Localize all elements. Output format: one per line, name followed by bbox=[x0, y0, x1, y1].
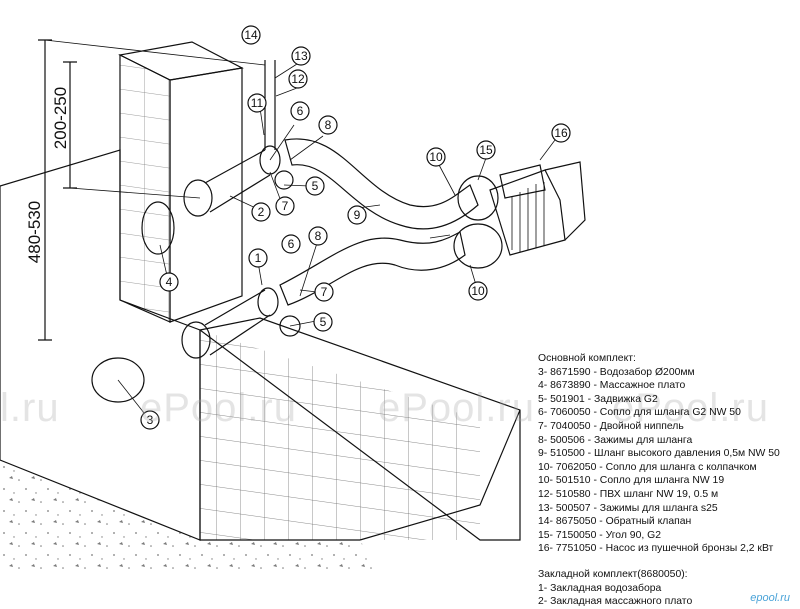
callout-8-upper: 8 bbox=[318, 115, 338, 135]
callout-8-lower: 8 bbox=[308, 226, 328, 246]
watermark-3: ePool.ru bbox=[378, 386, 535, 430]
legend-item: 9- 510500 - Шланг высокого давления 0,5м… bbox=[538, 448, 780, 460]
callout-6-lower: 6 bbox=[281, 234, 301, 254]
callout-6-upper: 6 bbox=[290, 101, 310, 121]
callout-10-upper: 10 bbox=[426, 147, 446, 167]
legend-item: 7- 7040050 - Двойной ниппель bbox=[538, 420, 684, 432]
legend-item: 13- 500507 - Зажимы для шланга s25 bbox=[538, 502, 718, 514]
dimension-total: 480-530 bbox=[25, 201, 44, 263]
svg-text:6: 6 bbox=[288, 237, 295, 251]
callout-5-upper: 5 bbox=[305, 176, 325, 196]
concrete-column bbox=[118, 41, 244, 323]
callout-16: 16 bbox=[551, 123, 571, 143]
legend-item: 10- 7062050 - Сопло для шланга с колпачк… bbox=[538, 461, 757, 473]
svg-text:9: 9 bbox=[354, 208, 361, 222]
legend-embedded-title: Закладной комплект(8680050): bbox=[538, 568, 688, 580]
pool-deck bbox=[0, 317, 521, 575]
watermark-1: l.ru bbox=[0, 386, 60, 430]
callout-9: 9 bbox=[347, 205, 367, 225]
legend-item: 6- 7060050 - Сопло для шланга G2 NW 50 bbox=[538, 407, 741, 419]
dimension-lines bbox=[38, 39, 266, 341]
callout-5-lower: 5 bbox=[313, 312, 333, 332]
pool-wall bbox=[0, 149, 480, 541]
callout-11: 11 bbox=[247, 93, 267, 113]
pump-motor bbox=[453, 161, 586, 269]
watermark-4: ePool.ru bbox=[612, 386, 769, 430]
svg-text:14: 14 bbox=[244, 28, 258, 42]
callout-10-lower: 10 bbox=[468, 281, 488, 301]
svg-text:3: 3 bbox=[147, 413, 154, 427]
parts-legend: Основной комплект: 3- 8671590 - Водозабо… bbox=[538, 352, 793, 609]
svg-text:10: 10 bbox=[471, 284, 485, 298]
svg-text:16: 16 bbox=[554, 126, 568, 140]
lower-pipe-assembly bbox=[181, 287, 301, 359]
legend-main-title: Основной комплект: bbox=[538, 353, 636, 364]
svg-text:7: 7 bbox=[321, 285, 328, 299]
callout-15: 15 bbox=[476, 140, 496, 160]
svg-text:1: 1 bbox=[255, 251, 262, 265]
legend-item: 15- 7150050 - Угол 90, G2 bbox=[538, 529, 661, 541]
legend-item: 1- Закладная водозабора bbox=[538, 582, 662, 594]
svg-text:11: 11 bbox=[251, 96, 264, 110]
svg-text:5: 5 bbox=[320, 315, 327, 329]
svg-text:10: 10 bbox=[429, 150, 443, 164]
svg-text:5: 5 bbox=[312, 179, 319, 193]
svg-text:2: 2 bbox=[258, 205, 265, 219]
legend-item: 4- 8673890 - Массажное плато bbox=[538, 380, 686, 392]
legend-item: 14- 8675050 - Обратный клапан bbox=[538, 516, 692, 528]
callout-12: 12 bbox=[288, 69, 308, 89]
callout-7-lower: 7 bbox=[314, 282, 334, 302]
legend-item: 5- 501901 - Задвижка G2 bbox=[538, 393, 658, 405]
legend-item: 2- Закладная массажного плато bbox=[538, 596, 693, 608]
svg-text:12: 12 bbox=[291, 72, 305, 86]
lower-hose bbox=[279, 231, 466, 306]
svg-text:6: 6 bbox=[297, 104, 304, 118]
leader-lines bbox=[117, 63, 556, 419]
main-drain-grate bbox=[91, 357, 145, 403]
upper-hose bbox=[284, 138, 479, 230]
callout-4: 4 bbox=[159, 272, 179, 292]
callout-14: 14 bbox=[241, 25, 261, 45]
upper-pipe-assembly bbox=[183, 60, 294, 217]
legend-item: 12- 510580 - ПВХ шланг NW 19, 0.5 м bbox=[538, 488, 719, 500]
watermark-2: ePool.ru bbox=[140, 386, 297, 430]
legend-item: 16- 7751050 - Насос из пушечной бронзы 2… bbox=[538, 543, 774, 555]
svg-text:13: 13 bbox=[294, 49, 308, 63]
callout-3: 3 bbox=[140, 410, 160, 430]
svg-text:7: 7 bbox=[282, 199, 289, 213]
callout-7-upper: 7 bbox=[275, 196, 295, 216]
callout-13: 13 bbox=[291, 46, 311, 66]
callout-2: 2 bbox=[251, 202, 271, 222]
svg-text:8: 8 bbox=[325, 118, 332, 132]
svg-text:8: 8 bbox=[315, 229, 322, 243]
callout-1: 1 bbox=[248, 248, 268, 268]
legend-item: 3- 8671590 - Водозабор Ø200мм bbox=[538, 366, 695, 378]
svg-text:4: 4 bbox=[166, 275, 173, 289]
legend-item: 8- 500506 - Зажимы для шланга bbox=[538, 434, 693, 446]
brand-link[interactable]: epool.ru bbox=[750, 592, 790, 604]
svg-text:15: 15 bbox=[479, 143, 493, 157]
massage-plate bbox=[141, 201, 175, 255]
dimension-inner: 200-250 bbox=[51, 87, 70, 149]
legend-item: 10- 501510 - Сопло для шланга NW 19 bbox=[538, 475, 725, 487]
